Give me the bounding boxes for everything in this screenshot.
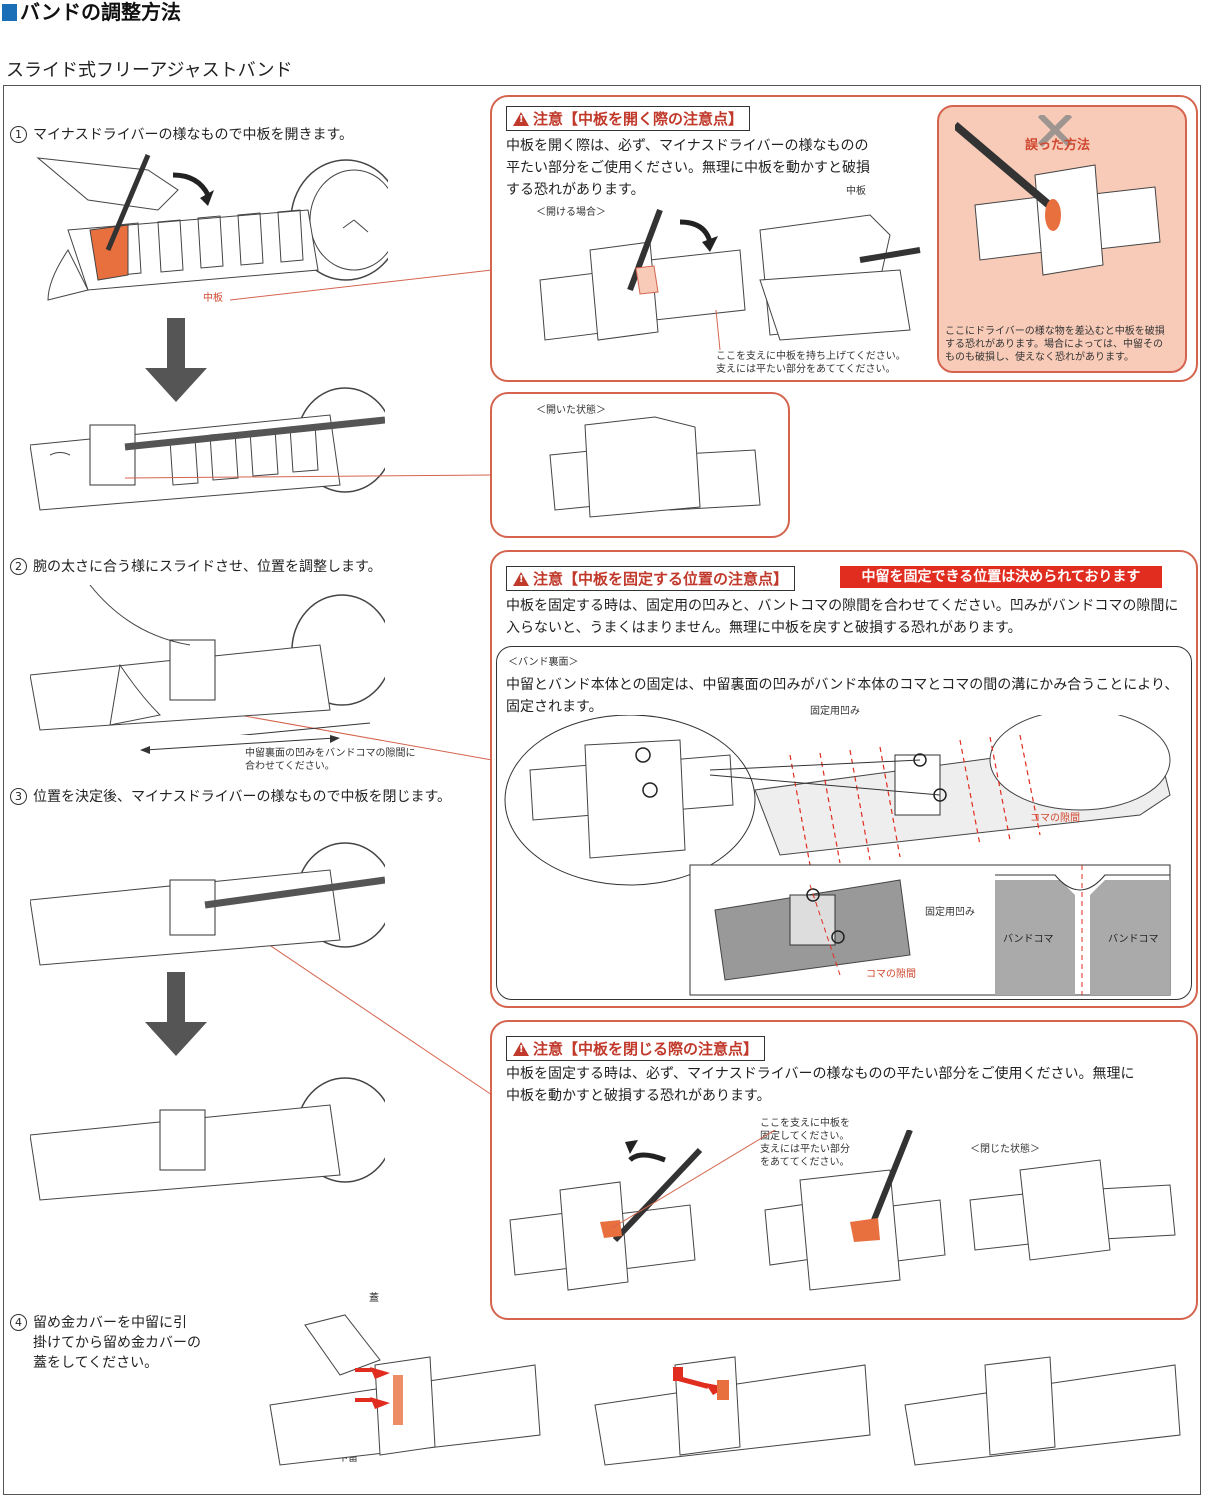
text-line: ものも破損し、使えなく恐れがあります。 bbox=[945, 352, 1134, 363]
text-line: 中板を動かすと破損する恐れがあります。 bbox=[506, 1088, 771, 1104]
text-line: 留め金カバーを中留に引 bbox=[33, 1315, 187, 1331]
text-line: 固定してください。 bbox=[760, 1131, 850, 1142]
text-line: 支えには平たい部分 bbox=[760, 1144, 850, 1155]
caution-open-title: 注意【中板を開く際の注意点】 bbox=[506, 106, 751, 131]
caution-close-title: 注意【中板を閉じる際の注意点】 bbox=[506, 1036, 766, 1061]
open-case-illustration bbox=[539, 208, 921, 351]
open-case-label: ＜開ける場合＞ bbox=[536, 207, 606, 218]
opened-band-illustration bbox=[30, 387, 385, 511]
dent-label: 固定用凹み bbox=[810, 706, 860, 717]
gap-label: コマの隙間 bbox=[1030, 813, 1080, 824]
step-number: 1 bbox=[10, 126, 27, 143]
band-back-label: ＜バンド裏面＞ bbox=[508, 657, 579, 668]
page-subtitle: スライド式フリーアジャストバンド bbox=[6, 60, 293, 81]
text-line: 中留とバンド本体との固定は、中留裏面の凹みがバンド本体のコマとコマの間の溝にかみ… bbox=[506, 677, 1179, 693]
slide-arrow-icon bbox=[140, 735, 340, 754]
text-line: 支えには平たい部分をあててください。 bbox=[716, 364, 896, 375]
wrong-method-illustration bbox=[955, 115, 1161, 276]
text-line: ここを支えに中板を bbox=[760, 1118, 850, 1129]
band-koma-label-right: バンドコマ bbox=[1108, 934, 1159, 945]
step-1: 1 マイナスドライバーの様なもので中板を開きます。 bbox=[10, 125, 353, 145]
content-frame bbox=[3, 85, 1201, 1495]
text-line: 中板を固定する時は、必ず、マイナスドライバーの様なものの平たい部分をご使用くださ… bbox=[506, 1066, 1135, 1082]
step-text: マイナスドライバーの様なもので中板を開きます。 bbox=[33, 127, 354, 143]
text-line: 合わせてください。 bbox=[245, 761, 335, 772]
step-number: 2 bbox=[10, 558, 27, 575]
text-line: 固定されます。 bbox=[506, 699, 603, 715]
nakadome-label: 中留 bbox=[338, 1453, 358, 1464]
close-support-note: ここを支えに中板を 固定してください。 支えには平たい部分 をあててください。 bbox=[760, 1117, 850, 1169]
dent-label-2: 固定用凹み bbox=[925, 907, 975, 918]
step3-illustration bbox=[30, 842, 385, 966]
text-line: 掛けてから留め金カバーの bbox=[33, 1335, 201, 1351]
gap-label-2: コマの隙間 bbox=[866, 969, 916, 980]
warning-icon bbox=[513, 1042, 529, 1056]
text-line: する恐れがあります。場合によっては、中留その bbox=[945, 339, 1163, 350]
text-line: をあててください。 bbox=[760, 1157, 850, 1168]
caution-close-title-text: 注意【中板を閉じる際の注意点】 bbox=[533, 1040, 759, 1058]
band-koma-label-left: バンドコマ bbox=[1003, 934, 1054, 945]
down-arrow-icon-2 bbox=[145, 972, 207, 1056]
caution-open-body: 中板を開く際は、必ず、マイナスドライバーの様なものの 平たい部分をご使用ください… bbox=[506, 135, 936, 201]
text-line: 中板を固定する時は、固定用の凹みと、バントコマの隙間を合わせてください。凹みがバ… bbox=[506, 598, 1179, 614]
band-back-illustration bbox=[504, 715, 1171, 996]
warning-icon bbox=[513, 572, 529, 586]
opened-state-illustration bbox=[549, 416, 761, 518]
close-illustrations bbox=[509, 1130, 1176, 1291]
caution-fix-title: 注意【中板を固定する位置の注意点】 bbox=[506, 566, 796, 591]
caution-open-title-text: 注意【中板を開く際の注意点】 bbox=[533, 110, 744, 128]
step4-illustrations bbox=[269, 1314, 1181, 1466]
slide-note: 中留裏面の凹みをバンドコマの隙間に 合わせてください。 bbox=[245, 747, 416, 773]
step-number: 4 bbox=[10, 1314, 27, 1331]
step-number: 3 bbox=[10, 788, 27, 805]
closed-state-label: ＜閉じた状態＞ bbox=[970, 1144, 1040, 1155]
closed-band-illustration bbox=[30, 1077, 385, 1201]
futa-label: 蓋 bbox=[369, 1293, 379, 1304]
caution-fix-body: 中板を固定する時は、固定用の凹みと、バントコマの隙間を合わせてください。凹みがバ… bbox=[506, 595, 1194, 639]
step-3: 3 位置を決定後、マイナスドライバーの様なもので中板を閉じます。 bbox=[10, 787, 451, 807]
text-line: 中留裏面の凹みをバンドコマの隙間に bbox=[245, 748, 416, 759]
down-arrow-icon bbox=[145, 318, 207, 402]
text-line: 中板を開く際は、必ず、マイナスドライバーの様なものの bbox=[506, 138, 869, 154]
title-square-icon bbox=[2, 4, 17, 21]
step-text: 位置を決定後、マイナスドライバーの様なもので中板を閉じます。 bbox=[33, 789, 452, 805]
text-line: する恐れがあります。 bbox=[506, 182, 645, 198]
step2-illustration bbox=[30, 585, 385, 735]
text-line: 平たい部分をご使用ください。無理に中板を動かすと破損 bbox=[506, 160, 870, 176]
text-line: 蓋をしてください。 bbox=[33, 1355, 159, 1371]
text-line: ここにドライバーの様な物を差込むと中板を破損 bbox=[945, 326, 1165, 337]
opened-state-label: ＜開いた状態＞ bbox=[536, 405, 606, 416]
caution-close-body: 中板を固定する時は、必ず、マイナスドライバーの様なものの平たい部分をご使用くださ… bbox=[506, 1063, 1194, 1107]
nakaita-label: 中板 bbox=[203, 293, 223, 304]
open-support-note: ここを支えに中板を持ち上げてください。 支えには平たい部分をあててください。 bbox=[716, 350, 906, 376]
warning-icon bbox=[513, 112, 529, 126]
page-title: バンドの調整方法 bbox=[20, 0, 181, 24]
step-2: 2 腕の太さに合う様にスライドさせ、位置を調整します。 bbox=[10, 557, 382, 577]
wrong-method-title: 誤った方法 bbox=[1025, 138, 1091, 153]
step-text: 腕の太さに合う様にスライドさせ、位置を調整します。 bbox=[33, 559, 382, 575]
band-back-body: 中留とバンド本体との固定は、中留裏面の凹みがバンド本体のコマとコマの間の溝にかみ… bbox=[506, 674, 1186, 718]
text-line: 入らないと、うまくはまりません。無理に中板を戻すと破損する恐れがあります。 bbox=[506, 620, 1022, 636]
fix-position-banner: 中留を固定できる位置は決められております bbox=[840, 566, 1162, 588]
caution-fix-title-text: 注意【中板を固定する位置の注意点】 bbox=[533, 570, 789, 588]
nakaita-label-2: 中板 bbox=[846, 186, 866, 197]
wrong-method-note: ここにドライバーの様な物を差込むと中板を破損 する恐れがあります。場合によっては… bbox=[945, 325, 1185, 364]
title-bar: バンドの調整方法 bbox=[0, 0, 1208, 28]
step-4: 4 留め金カバーを中留に引 掛けてから留め金カバーの 蓋をしてください。 bbox=[10, 1313, 201, 1373]
text-line: ここを支えに中板を持ち上げてください。 bbox=[716, 351, 906, 362]
